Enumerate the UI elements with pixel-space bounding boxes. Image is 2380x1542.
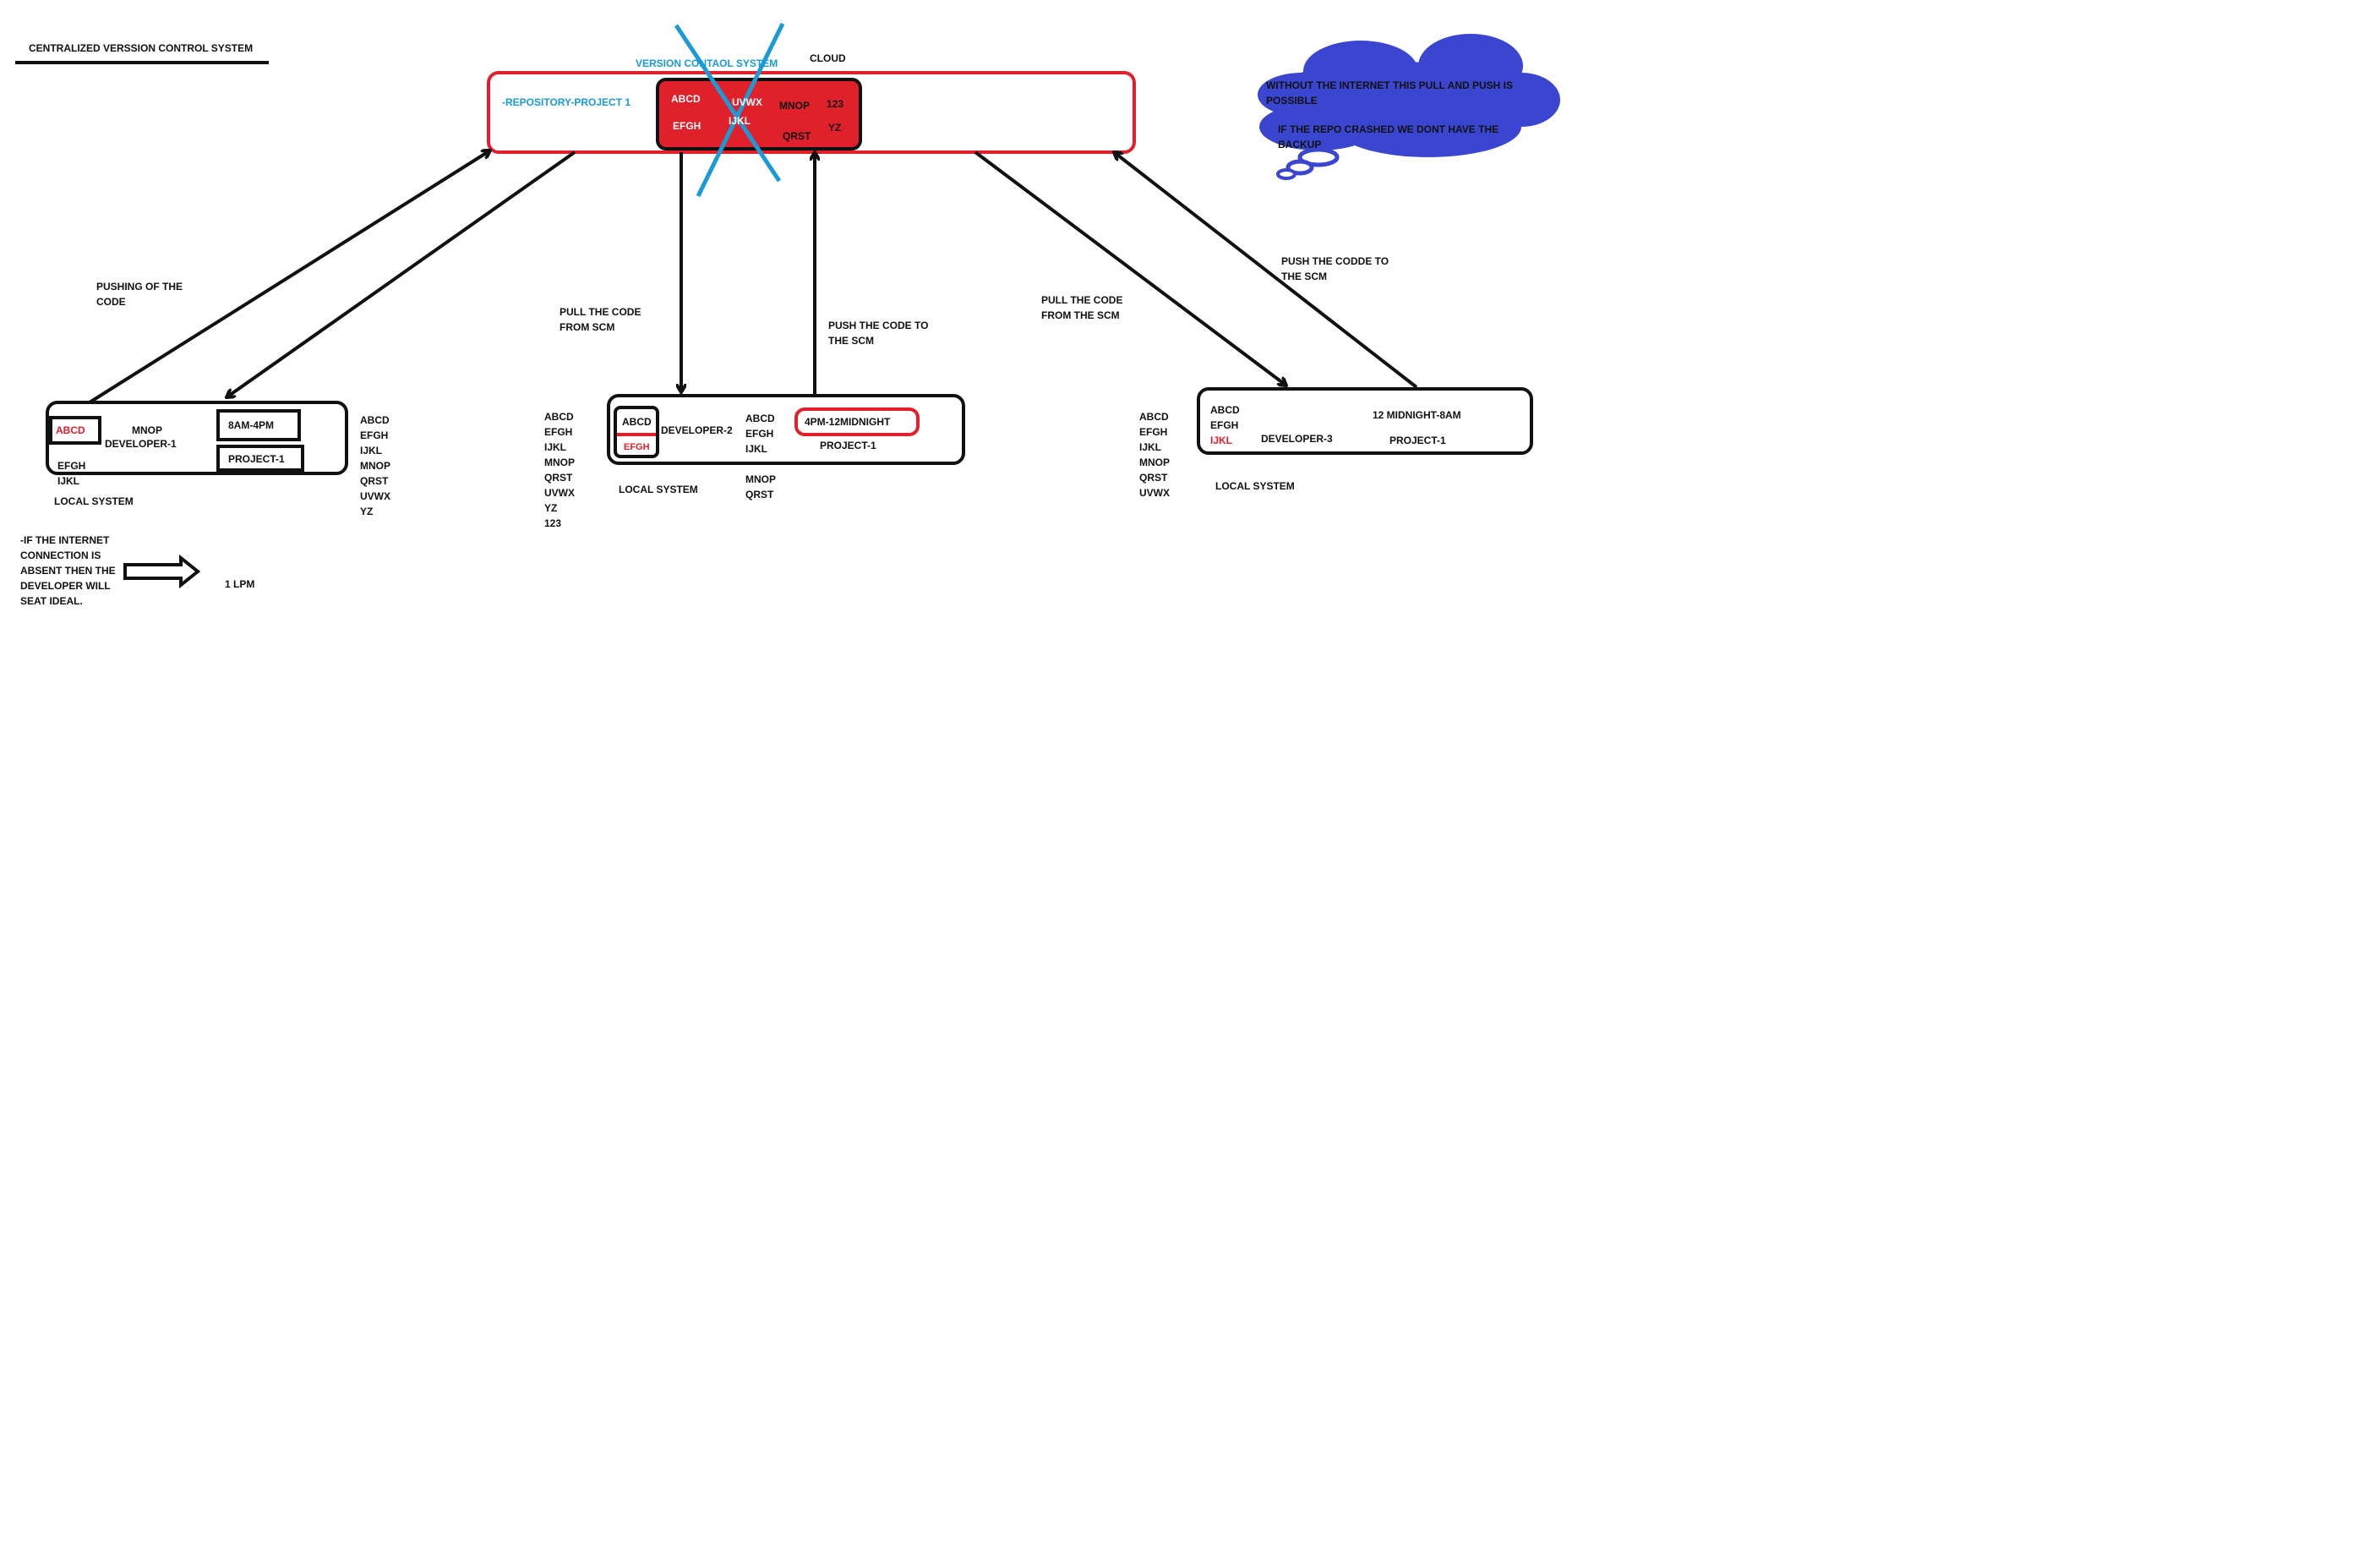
dev2-side-list: ABCD EFGH IJKL MNOP QRST UVWX YZ 123	[544, 409, 575, 531]
list-item: MNOP	[544, 457, 575, 468]
dev3-shift: 12 MIDNIGHT-8AM	[1373, 409, 1461, 421]
list-item: UVWX	[1139, 487, 1170, 499]
list-item: EFGH	[1210, 419, 1239, 431]
dev1-name: DEVELOPER-1	[105, 438, 177, 450]
thought-dot-3	[1276, 168, 1296, 180]
dev3-name: DEVELOPER-3	[1261, 433, 1333, 445]
list-item: ABCD	[360, 414, 390, 426]
list-item: ABCD	[745, 413, 775, 424]
list-item: 123	[544, 517, 562, 529]
dev2-shift: 4PM-12MIDNIGHT	[805, 416, 891, 428]
thought-bubble	[1258, 34, 1560, 157]
list-item: QRST	[745, 489, 774, 500]
blue-cross-line-1	[674, 24, 782, 183]
dev2-file-abcd: ABCD	[622, 416, 652, 428]
label-push-dev3: PUSH THE CODDE TO THE SCM	[1281, 255, 1389, 282]
label-pushing: PUSHING OF THE CODE	[96, 281, 183, 308]
hollow-arrow-icon	[123, 554, 201, 589]
repo-item-abcd: ABCD	[671, 93, 701, 105]
label-pull-dev3: PULL THE CODE FROM THE SCM	[1041, 294, 1123, 321]
dev2-project: PROJECT-1	[820, 440, 876, 451]
label-push-dev2: PUSH THE CODE TO THE SCM	[828, 320, 929, 347]
dev2-inner-list: ABCD EFGH IJKL	[745, 411, 775, 457]
list-item: IJKL	[745, 443, 768, 455]
dev1-local-system: LOCAL SYSTEM	[54, 495, 134, 507]
dev1-ijkl: IJKL	[57, 475, 80, 487]
bubble-text-1: WITHOUT THE INTERNET THIS PULL AND PUSH …	[1266, 79, 1514, 107]
list-item: QRST	[544, 472, 573, 484]
bubble-text-2: IF THE REPO CRASHED WE DONT HAVE THE BAC…	[1278, 123, 1499, 150]
repo-item-uvwx: UVWX	[732, 96, 762, 108]
page-title: CENTRALIZED VERSSION CONTROL SYSTEM	[29, 42, 254, 54]
dev2-local-system: LOCAL SYSTEM	[619, 484, 698, 495]
dev2-below-list: MNOP QRST	[745, 472, 776, 502]
dev3-side-list: ABCD EFGH IJKL MNOP QRST UVWX	[1139, 409, 1170, 500]
thought-dot-1	[1297, 147, 1340, 167]
developer-1-shift-box	[216, 409, 301, 441]
list-item: QRST	[360, 475, 389, 487]
list-item: UVWX	[544, 487, 575, 499]
list-item: IJKL	[544, 441, 567, 453]
dev1-mnop: MNOP	[132, 424, 162, 436]
repo-item-ijkl: IJKL	[729, 115, 751, 127]
list-item: EFGH	[745, 428, 774, 440]
label-pull-dev2: PULL THE CODE FROM SCM	[560, 306, 641, 333]
arrow-dev1-pull	[227, 150, 576, 397]
list-item: ABCD	[1139, 411, 1169, 423]
dev1-project: PROJECT-1	[228, 453, 285, 465]
repo-item-yz: YZ	[828, 122, 842, 134]
list-item: MNOP	[1139, 457, 1170, 468]
dev3-file-ijkl: IJKL	[1210, 435, 1233, 446]
vcs-label: VERSION CONTAOL SYSTEM	[636, 57, 778, 69]
developer-1-project-box	[216, 445, 304, 472]
arrow-dev1-push	[88, 150, 490, 404]
developer-1-file-box	[49, 416, 101, 445]
list-item: UVWX	[360, 490, 390, 502]
repo-item-123: 123	[827, 98, 844, 110]
list-item: MNOP	[745, 473, 776, 485]
repository-label: -REPOSITORY-PROJECT 1	[502, 96, 631, 108]
repo-item-efgh: EFGH	[673, 120, 701, 132]
list-item: IJKL	[360, 445, 383, 457]
dev2-name: DEVELOPER-2	[661, 424, 733, 436]
dev1-file-abcd: ABCD	[56, 424, 85, 436]
list-item: IJKL	[1139, 441, 1162, 453]
developer-2-file-box	[614, 406, 659, 458]
list-item: EFGH	[544, 426, 573, 438]
list-item: EFGH	[360, 429, 389, 441]
internet-note: -IF THE INTERNET CONNECTION IS ABSENT TH…	[20, 534, 116, 607]
dev3-project: PROJECT-1	[1389, 435, 1446, 446]
dev3-inner-list: ABCD EFGH	[1210, 402, 1240, 433]
developer-3-box	[1197, 387, 1533, 455]
arrow-dev3-push	[1114, 152, 1418, 389]
dev1-efgh: EFGH	[57, 460, 86, 472]
rate-label: 1 LPM	[225, 578, 255, 590]
list-item: YZ	[544, 502, 558, 514]
list-item: QRST	[1139, 472, 1168, 484]
list-item: ABCD	[1210, 404, 1240, 416]
repo-item-qrst: QRST	[783, 130, 811, 142]
list-item: YZ	[360, 506, 374, 517]
list-item: ABCD	[544, 411, 574, 423]
repo-item-mnop: MNOP	[779, 100, 810, 112]
repo-files-block	[656, 78, 862, 150]
developer-2-shift-box	[794, 407, 920, 436]
dev3-local-system: LOCAL SYSTEM	[1215, 480, 1295, 492]
blue-cross-line-2	[696, 22, 785, 198]
arrow-dev3-pull	[974, 150, 1286, 386]
cloud-label: CLOUD	[810, 52, 846, 64]
dev1-side-list: ABCD EFGH IJKL MNOP QRST UVWX YZ	[360, 413, 390, 519]
list-item: MNOP	[360, 460, 390, 472]
dev2-file-efgh: EFGH	[624, 442, 650, 452]
dev1-shift: 8AM-4PM	[228, 419, 275, 431]
list-item: EFGH	[1139, 426, 1168, 438]
